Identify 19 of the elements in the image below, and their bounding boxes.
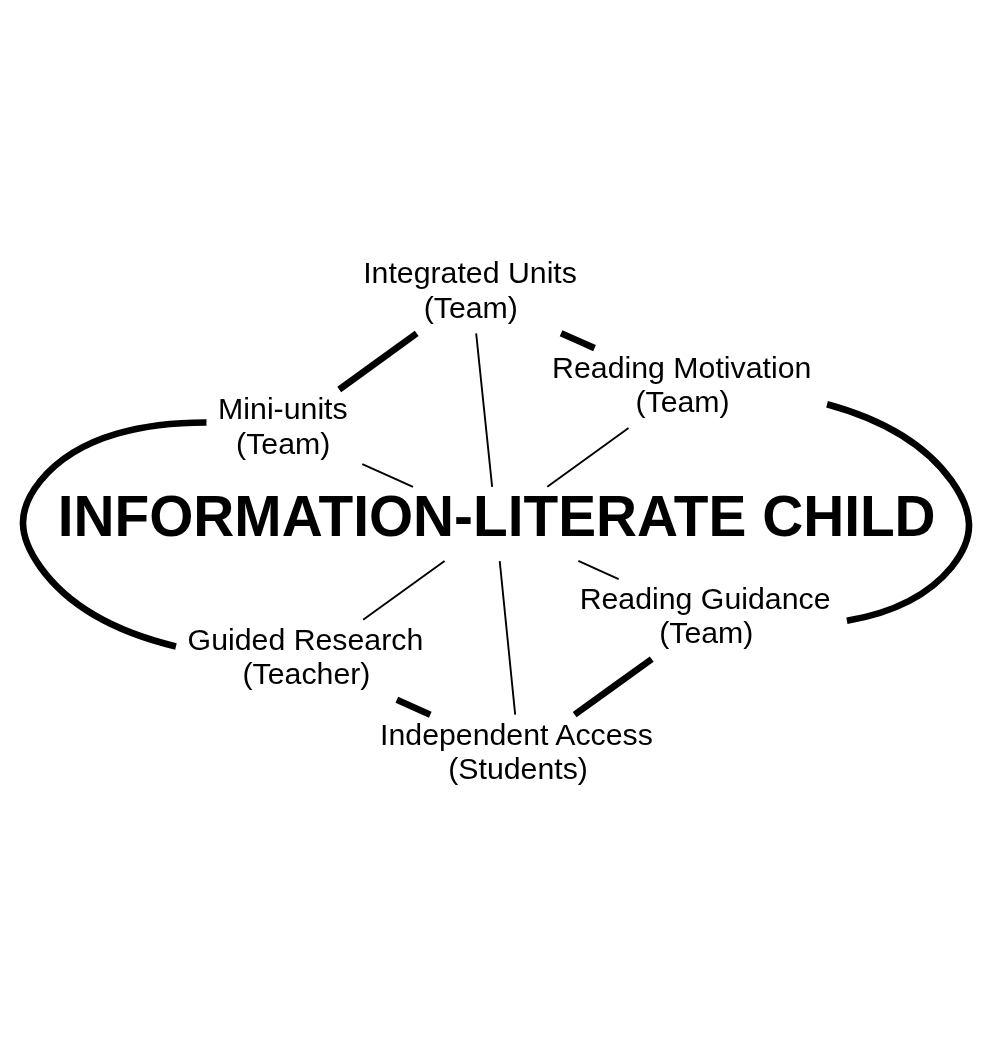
node-text: Mini-units (Team) [218, 391, 348, 460]
connector [826, 400, 973, 624]
connector [19, 418, 207, 650]
connector [577, 559, 620, 580]
connector [395, 696, 432, 718]
connector [475, 331, 494, 488]
connector [361, 462, 414, 488]
node-text: Reading Guidance (Team) [579, 581, 831, 649]
connector [337, 330, 419, 392]
connector [498, 559, 517, 716]
connector [546, 426, 630, 488]
node-text: Reading Motivation (Team) [552, 350, 812, 418]
node-text: Independent Access (Students) [380, 717, 653, 785]
node-text: Integrated Units (Team) [363, 255, 577, 324]
node-text: INFORMATION-LITERATE CHILD [57, 484, 936, 548]
connector [572, 655, 654, 717]
node-text: Guided Research (Teacher) [187, 622, 424, 690]
connector [559, 329, 596, 351]
connector [362, 559, 446, 621]
